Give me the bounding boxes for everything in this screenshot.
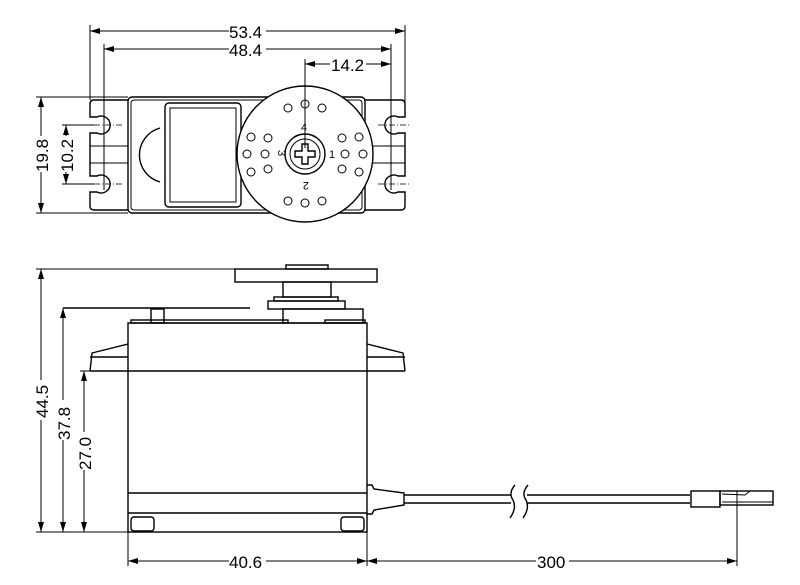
foot-right: [340, 516, 365, 532]
foot-left: [130, 516, 155, 532]
horn-marker-2: 2: [303, 179, 309, 191]
dimension-53-4: 53.4: [89, 23, 406, 117]
dimension-label: 14.2: [331, 56, 364, 75]
dimension-label: 40.6: [229, 553, 262, 572]
dimension-10-2: 10.2: [58, 124, 94, 185]
connector: [690, 490, 721, 508]
dimension-label: 10.2: [58, 139, 77, 172]
horn-marker-3: 3: [275, 150, 287, 156]
dimension-label: 27.0: [76, 437, 95, 470]
output-shaft: [282, 281, 332, 298]
screw-cross-icon: [294, 143, 316, 165]
dimension-44-5: 44.5: [33, 268, 235, 533]
dimension-300: 300: [367, 491, 738, 572]
top-view: 4 1 3 2 53.4 48.4 14.2 19.8: [33, 23, 410, 223]
dimension-14-2: 14.2: [304, 56, 391, 148]
cable-boot: [367, 484, 405, 515]
servo-body-side: [127, 322, 368, 533]
dimension-label: 53.4: [229, 23, 262, 42]
cable: [404, 494, 690, 504]
label-window: [164, 102, 242, 208]
horn-marker-1: 1: [329, 149, 335, 161]
dimension-label: 44.5: [33, 385, 52, 418]
left-mounting-flange: [89, 99, 128, 211]
horn-side: [234, 268, 378, 283]
dimension-37-8: 37.8: [55, 308, 74, 532]
dimension-label: 300: [537, 553, 565, 572]
cable-break-icon: [509, 484, 529, 519]
dimension-label: 48.4: [229, 41, 262, 60]
horn-holes: [242, 99, 368, 208]
bearing-bump: [138, 127, 161, 183]
dimension-label: 19.8: [33, 139, 52, 172]
dimension-label: 37.8: [55, 407, 74, 440]
dimension-40-6: 40.6: [127, 514, 368, 572]
dimension-19-8: 19.8: [33, 96, 128, 214]
right-flange-side: [366, 343, 406, 372]
dimension-48-4: 48.4: [103, 41, 392, 190]
left-flange-side: [89, 343, 129, 372]
connector-pins: [719, 490, 774, 506]
horn-marker-4: 4: [301, 122, 307, 134]
dimension-27-0: 27.0: [76, 370, 95, 532]
side-view: 44.5 37.8 27.0 40.6 300: [33, 264, 774, 572]
